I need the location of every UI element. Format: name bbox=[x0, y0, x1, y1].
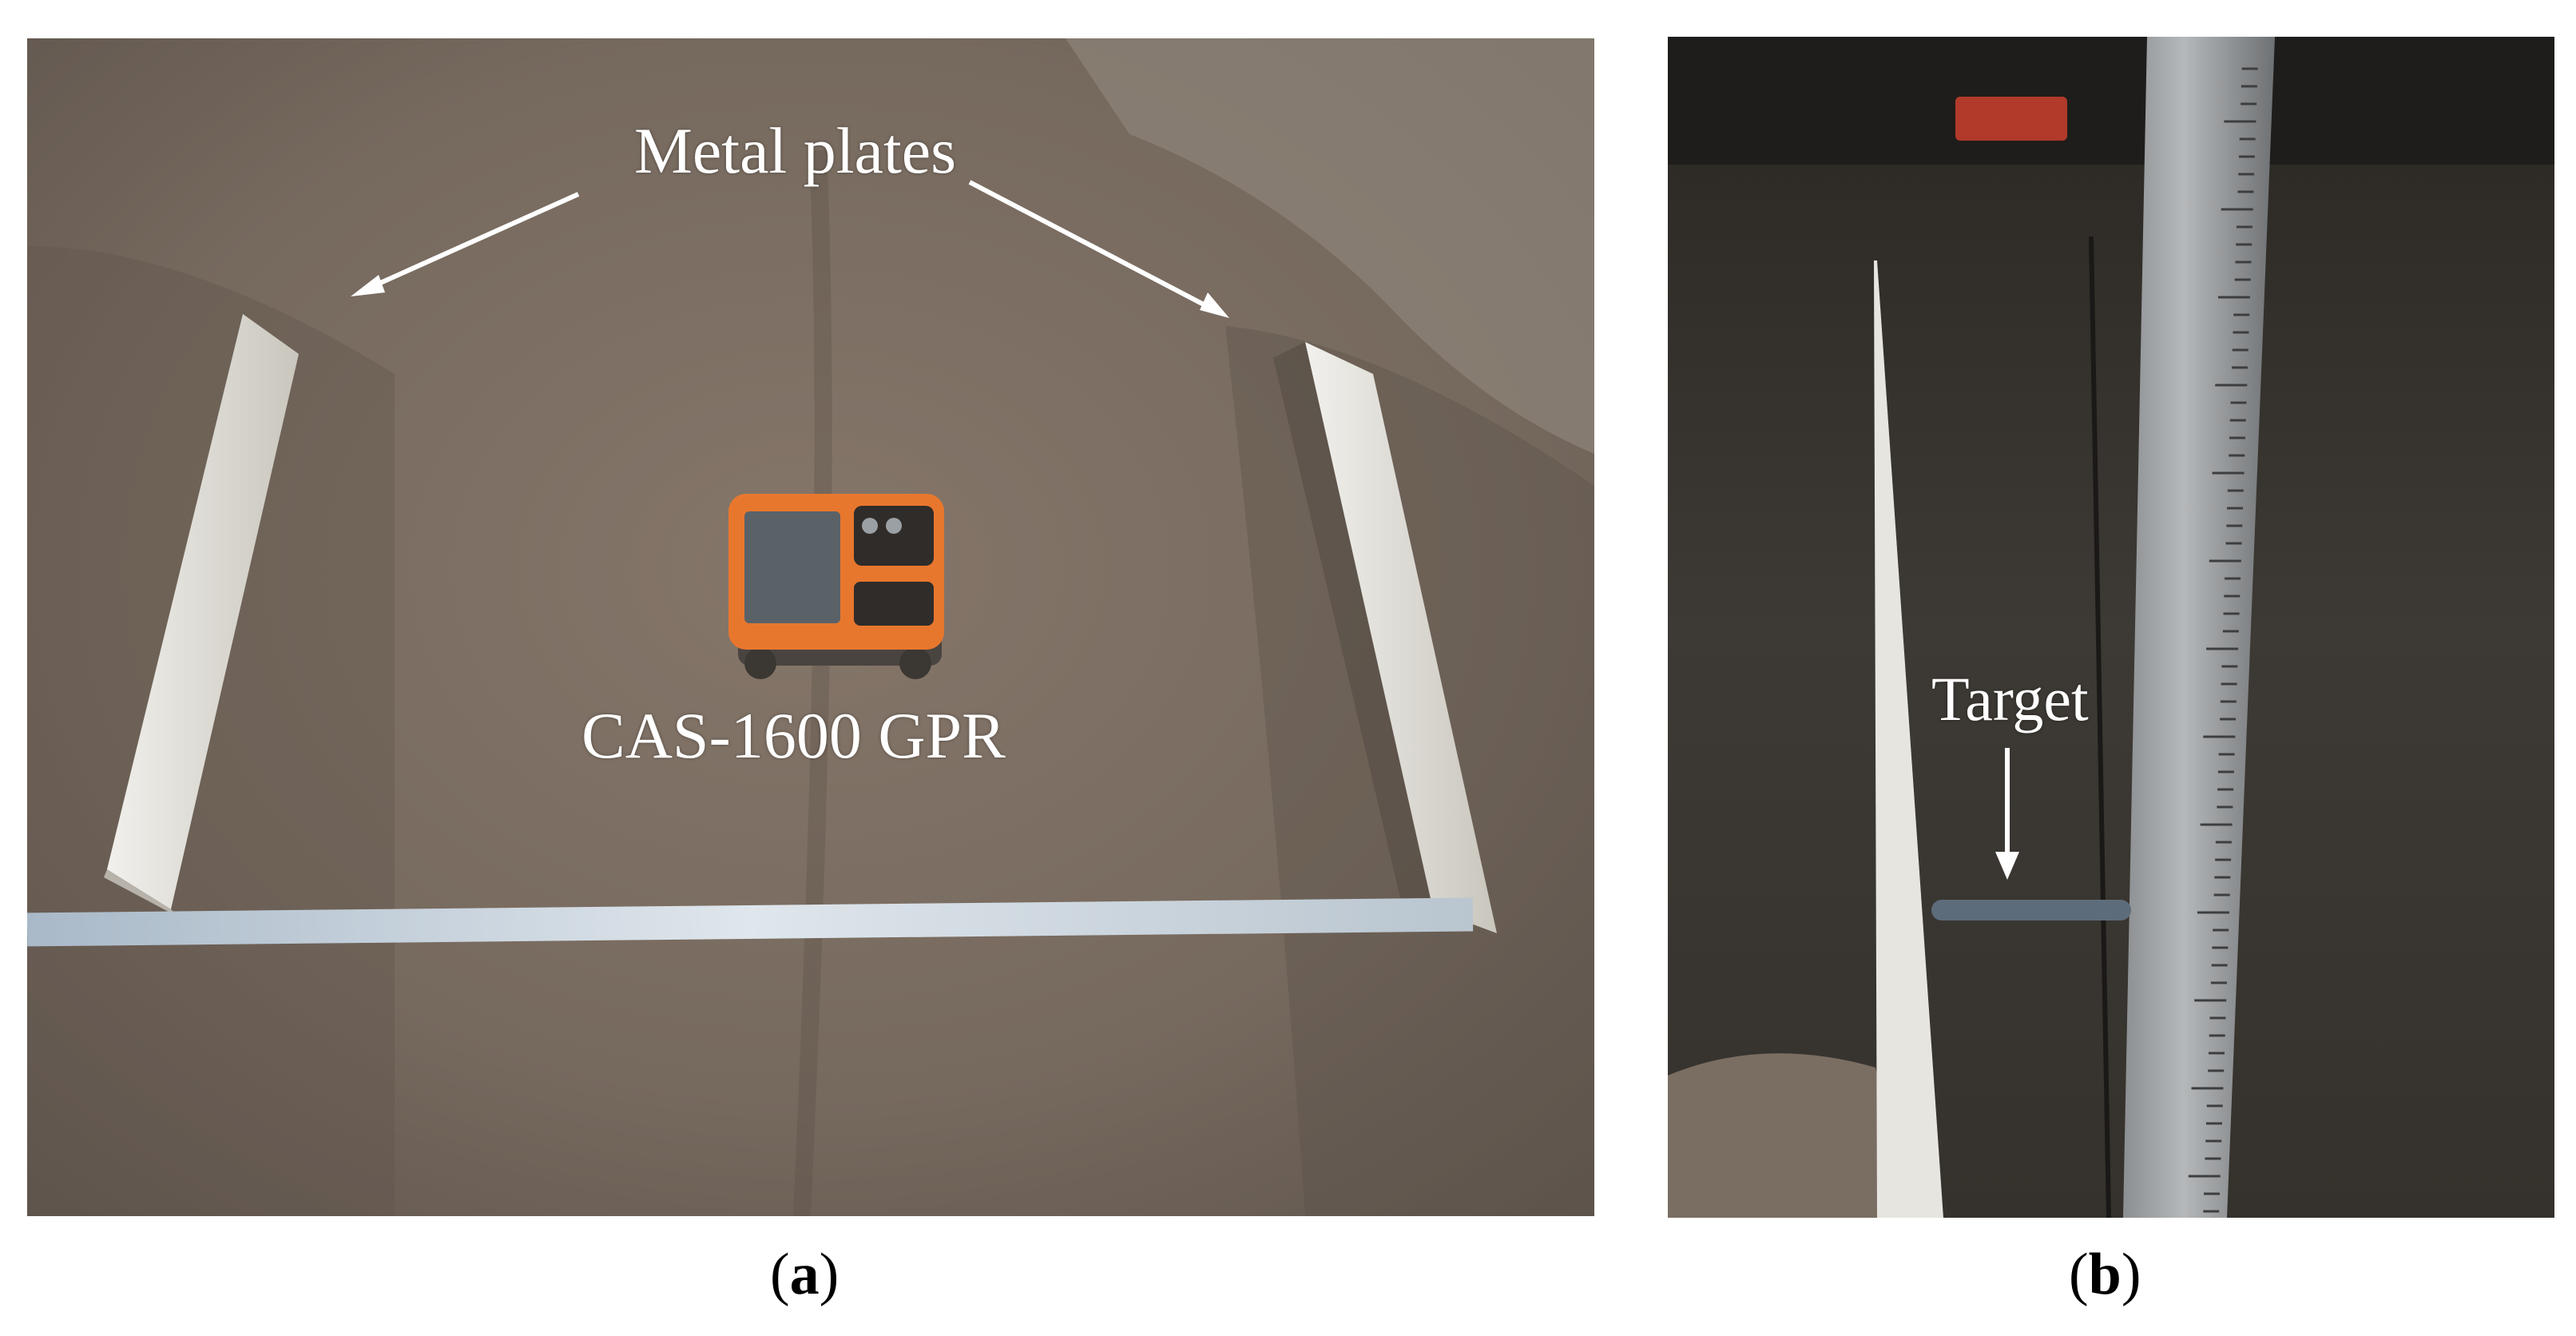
metal-plates-label: Metal plates bbox=[634, 114, 957, 187]
metal-plate-left bbox=[107, 314, 299, 909]
metal-plate-right bbox=[1305, 342, 1497, 933]
caption-a: (a) bbox=[770, 1242, 839, 1307]
dark-background bbox=[1668, 37, 2554, 1218]
gpr-device-label: CAS-1600 GPR bbox=[581, 699, 1006, 772]
steel-ruler-ticks bbox=[2188, 67, 2258, 1213]
sand-mound bbox=[1066, 38, 1594, 454]
measuring-tape bbox=[27, 897, 1474, 947]
sand-bottom bbox=[1668, 1053, 1907, 1218]
top-equipment bbox=[1668, 37, 2554, 165]
photo-panel-a: Metal plates CAS-1600 GPR bbox=[27, 38, 1594, 1216]
caption-b: (b) bbox=[2069, 1242, 2141, 1307]
target-label: Target bbox=[1931, 664, 2089, 734]
caption-b-letter: b bbox=[2088, 1242, 2122, 1307]
arrow-to-left-plate bbox=[351, 192, 580, 296]
target-rod bbox=[1931, 900, 2131, 920]
glass-edge bbox=[2089, 236, 2111, 1218]
gpr-device bbox=[728, 494, 944, 679]
caption-a-letter: a bbox=[789, 1242, 820, 1307]
photo-panel-b: Target bbox=[1668, 37, 2554, 1218]
white-tape-measure bbox=[1874, 260, 1943, 1218]
arrow-to-right-plate bbox=[968, 180, 1229, 318]
metal-plate-left-edge bbox=[104, 869, 179, 917]
metal-plate-right-shadow bbox=[1273, 342, 1433, 909]
red-device bbox=[1955, 97, 2067, 141]
arrow-to-target bbox=[1995, 748, 2019, 880]
target-closeup-scene bbox=[1668, 37, 2554, 1218]
sandbox-scene bbox=[27, 38, 1594, 1216]
